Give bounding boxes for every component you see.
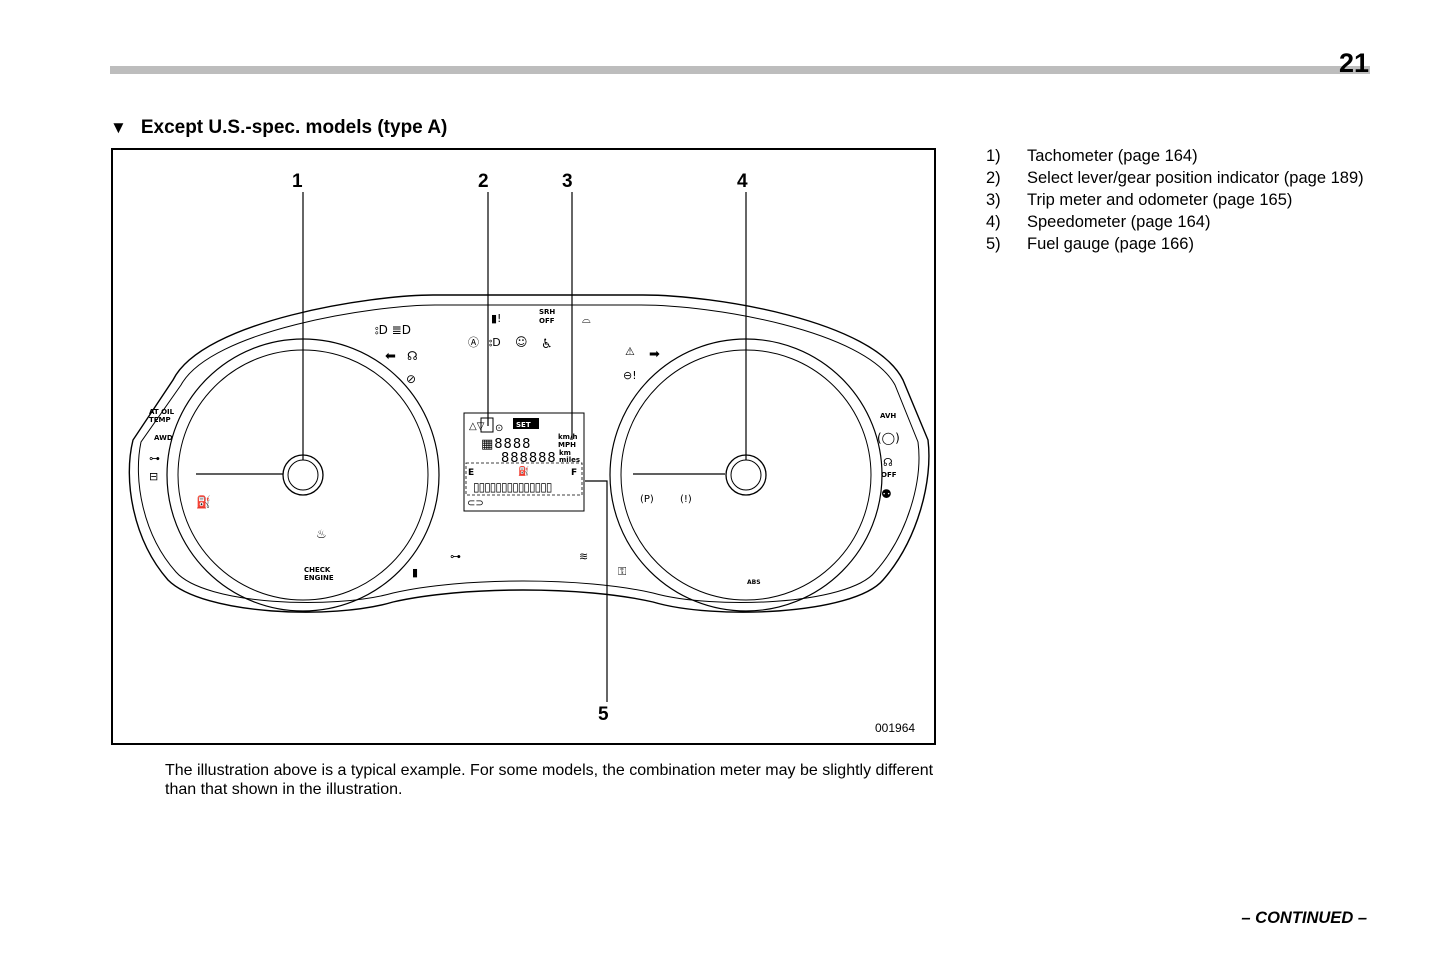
km-label: km	[559, 449, 571, 457]
battery-icon: ⊟	[149, 470, 158, 483]
vdc-off-label: OFF	[881, 471, 897, 479]
fuel-bar-segments: ▯▯▯▯▯▯▯▯▯▯▯▯▯▯	[473, 480, 552, 494]
fuel-gauge-area	[465, 462, 583, 496]
triangle-bullet-icon: ▼	[110, 118, 127, 137]
cluster-outer-outline	[128, 294, 930, 613]
coolant-temp-icon: ♨	[316, 527, 327, 541]
srh-label: SRH	[539, 308, 555, 316]
legend-number: 5)	[986, 235, 1001, 253]
avh-label: AVH	[880, 412, 896, 420]
fuel-full-label: F	[571, 468, 577, 478]
set-badge-bg	[513, 418, 539, 429]
page-number: 21	[1338, 48, 1369, 78]
auto-hold-icon: Ⓐ	[468, 336, 479, 349]
legend-number: 4)	[986, 213, 1001, 231]
turn-right-icon: ➡	[649, 347, 660, 362]
turn-left-icon: ⬅	[385, 349, 396, 364]
section-title-text: Except U.S.-spec. models (type A)	[140, 117, 448, 138]
pedestrian-icon: ⚠	[625, 345, 635, 358]
legend-text: Select lever/gear position indicator (pa…	[1027, 169, 1364, 187]
instrument-cluster-illustration: △▽ ⊙ SET ▦8888 km/h MPH 888888 km miles …	[128, 192, 930, 702]
fuel-pump-icon: ⛽	[518, 465, 529, 477]
seatbelt-icon: ☺	[515, 335, 528, 349]
speedometer-hub-inner	[730, 459, 762, 491]
figure-caption: The illustration above is a typical exam…	[165, 762, 934, 798]
fuel-door-icon: ⛽	[196, 495, 211, 509]
low-temp-icon: ≋	[579, 550, 588, 563]
fog-light-icon: ⦂D ≣D	[375, 323, 411, 337]
miles-label: miles	[559, 456, 580, 464]
brake-warning-label: (!)	[680, 494, 692, 505]
callout-3: 3	[562, 171, 573, 192]
instrument-cluster-figure: △▽ ⊙ SET ▦8888 km/h MPH 888888 km miles …	[111, 148, 936, 745]
mph-label: MPH	[558, 441, 576, 449]
awd-label: AWD	[154, 434, 173, 442]
legend-item: 5) Fuel gauge (page 166)	[986, 234, 1386, 254]
low-fuel-icon: ▮	[412, 566, 418, 579]
car-icon: ⊂⊃	[467, 498, 484, 509]
kmh-label: km/h	[558, 433, 578, 441]
continued-marker: – CONTINUED –	[1241, 909, 1367, 927]
avh-icon: (◯)	[877, 431, 900, 445]
callout-2: 2	[478, 171, 489, 192]
passenger-airbag-icon: ⚉	[881, 487, 892, 501]
timer-icon: ⊙	[495, 423, 503, 434]
legend-text: Fuel gauge (page 166)	[1027, 235, 1194, 253]
figure-legend: 1) Tachometer (page 164) 2) Select lever/g…	[986, 146, 1386, 256]
odometer-digits: 888888	[501, 451, 557, 466]
gear-position-box	[480, 417, 494, 433]
leader-line-5	[585, 480, 608, 702]
callout-1: 1	[292, 171, 303, 192]
headlight-icon: ⦂D	[489, 336, 501, 349]
parking-brake-label: (P)	[640, 494, 654, 505]
legend-number: 1)	[986, 147, 1001, 165]
header-rule	[110, 66, 1370, 74]
fuel-empty-label: E	[468, 468, 474, 478]
vdc-icon: ☊	[883, 456, 893, 469]
legend-text: Trip meter and odometer (page 165)	[1027, 191, 1293, 209]
legend-number: 2)	[986, 169, 1001, 187]
legend-item: 2) Select lever/gear position indicator (…	[986, 168, 1386, 188]
engine-label: ENGINE	[304, 574, 334, 582]
front-light-icon: ▮!	[491, 312, 501, 325]
at-oil-label: AT OIL	[149, 408, 175, 416]
tachometer-hub-inner	[287, 459, 319, 491]
speed-digits: ▦8888	[481, 437, 531, 452]
at-temp-label: TEMP	[149, 416, 171, 424]
section-title: ▼ Except U.S.-spec. models (type A)	[110, 117, 447, 139]
cruise-off-icon: ⊘	[406, 372, 416, 386]
legend-item: 3) Trip meter and odometer (page 165)	[986, 190, 1386, 210]
cluster-inner-outline	[137, 304, 920, 604]
legend-text: Speedometer (page 164)	[1027, 213, 1211, 231]
airbag-icon: ♿	[541, 337, 553, 352]
figure-code: 001964	[875, 721, 916, 735]
srh-off-label: OFF	[539, 317, 555, 325]
legend-item: 1) Tachometer (page 164)	[986, 146, 1386, 166]
legend-number: 3)	[986, 191, 1001, 209]
legend-text: Tachometer (page 164)	[1027, 147, 1198, 165]
skid-icon: ☊	[407, 349, 418, 363]
callout-4: 4	[737, 171, 748, 192]
legend-item: 4) Speedometer (page 164)	[986, 212, 1386, 232]
steering-warning-icon: ⊖!	[623, 369, 637, 382]
oil-pressure-icon: ⊶	[149, 452, 160, 465]
security-icon: ⚿	[618, 565, 626, 578]
washer-icon: ⌓	[582, 313, 591, 326]
oil-icon: ⊶	[450, 550, 461, 563]
callout-5: 5	[598, 704, 609, 725]
abs-label: ABS	[747, 579, 761, 586]
shift-up-down-icon: △▽	[469, 421, 485, 432]
check-label: CHECK	[304, 566, 331, 574]
set-label: SET	[516, 421, 531, 429]
